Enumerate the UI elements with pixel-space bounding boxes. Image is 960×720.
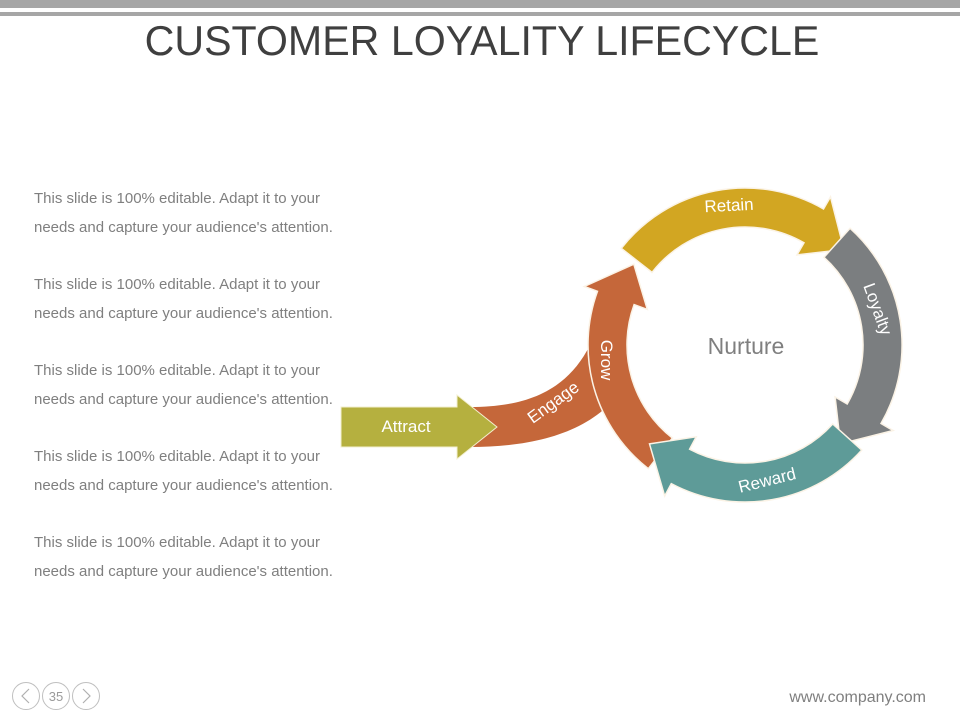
text-line: needs and capture your audience's attent… bbox=[34, 476, 333, 494]
chevron-left-icon bbox=[21, 688, 30, 704]
slide-title: CUSTOMER LOYALITY LIFECYCLE bbox=[144, 17, 820, 64]
text-line: This slide is 100% editable. Adapt it to… bbox=[34, 276, 320, 293]
text-block: This slide is 100% editable. Adapt it to… bbox=[34, 357, 374, 414]
text-line: needs and capture your audience's attent… bbox=[34, 304, 333, 322]
retain-arrow bbox=[620, 187, 845, 274]
loyalty-arrow bbox=[822, 227, 903, 445]
text-line: This slide is 100% editable. Adapt it to… bbox=[34, 362, 320, 379]
text-block: This slide is 100% editable. Adapt it to… bbox=[34, 443, 374, 500]
text-line: needs and capture your audience's attent… bbox=[34, 562, 333, 580]
top-decor-bar bbox=[0, 0, 960, 8]
retain-label: Retain bbox=[704, 195, 754, 217]
next-slide-button[interactable] bbox=[72, 682, 100, 710]
prev-slide-button[interactable] bbox=[12, 682, 40, 710]
attract-label: Attract bbox=[381, 417, 430, 436]
center-label: Nurture bbox=[708, 333, 785, 359]
slide-nav: 35 bbox=[12, 682, 100, 712]
grow-arrow bbox=[582, 263, 674, 470]
text-block-list: This slide is 100% editable. Adapt it to… bbox=[34, 185, 374, 615]
text-line: This slide is 100% editable. Adapt it to… bbox=[34, 448, 320, 465]
grow-label: Grow bbox=[597, 340, 616, 381]
chevron-right-icon bbox=[82, 688, 91, 704]
text-block: This slide is 100% editable. Adapt it to… bbox=[34, 529, 374, 586]
footer-url: www.company.com bbox=[789, 689, 926, 706]
top-decor-line bbox=[0, 12, 960, 16]
text-line: This slide is 100% editable. Adapt it to… bbox=[34, 190, 320, 207]
text-line: needs and capture your audience's attent… bbox=[34, 390, 333, 408]
text-line: needs and capture your audience's attent… bbox=[34, 218, 333, 236]
text-block: This slide is 100% editable. Adapt it to… bbox=[34, 185, 374, 242]
text-line: This slide is 100% editable. Adapt it to… bbox=[34, 534, 320, 551]
reward-arrow bbox=[648, 422, 863, 503]
engage-arrow bbox=[470, 345, 628, 447]
page-number: 35 bbox=[42, 682, 70, 710]
text-block: This slide is 100% editable. Adapt it to… bbox=[34, 271, 374, 328]
attract-arrow bbox=[340, 393, 498, 461]
